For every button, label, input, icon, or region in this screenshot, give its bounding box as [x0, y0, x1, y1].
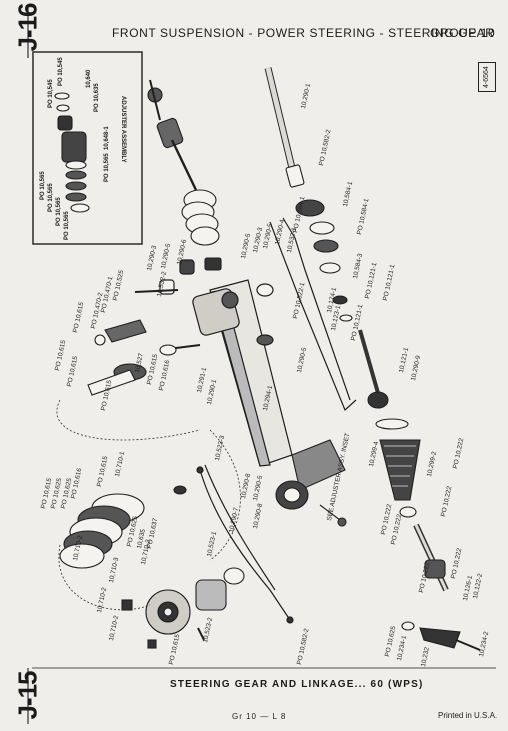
page-title: FRONT SUSPENSION - POWER STEERING - STEE… — [112, 26, 495, 40]
valve-rod — [264, 67, 353, 322]
inset-label: PO 10,545 — [48, 79, 54, 108]
inset-border — [32, 51, 143, 245]
group-page-ref: Gr 10 — L 8 — [232, 712, 287, 721]
page-number-top: J-16 — [12, 3, 43, 52]
hoses — [196, 221, 357, 624]
steering-gear-housing — [134, 259, 293, 467]
inset-title: ADJUSTER ASSEMBLY — [120, 96, 126, 163]
inset-label: PO 10,565 — [64, 211, 70, 240]
right-linkage — [358, 329, 481, 651]
control-valve-assembly — [87, 319, 201, 396]
inset-label: PO 10,565 — [48, 183, 54, 212]
pitman-arm-bracket — [275, 439, 347, 527]
inset-label: 10,648-1 — [104, 126, 110, 150]
figure-caption: STEERING GEAR AND LINKAGE... 60 (WPS) — [170, 679, 424, 690]
printed-note: Printed in U.S.A. — [438, 711, 498, 720]
adjuster-assembly-parts — [54, 92, 90, 213]
figure-code: 4-6564 — [478, 62, 496, 92]
group-label: GROUP 10 — [430, 26, 496, 40]
page-number-bottom: J-15 — [12, 671, 43, 720]
pump-assembly — [59, 485, 245, 649]
inset-label: PO 10,565 — [56, 197, 62, 226]
leader-lines — [56, 399, 241, 611]
inset-label: PO 10,545 — [58, 57, 64, 86]
inset-label: PO 10,565 — [104, 153, 110, 182]
inset-label: PO 10,635 — [94, 83, 100, 112]
inset-label: PO 10,565 — [40, 171, 46, 200]
vent-line — [282, 217, 351, 401]
tie-rod-assembly — [147, 79, 222, 271]
inset-label: 10,640 — [86, 69, 92, 88]
